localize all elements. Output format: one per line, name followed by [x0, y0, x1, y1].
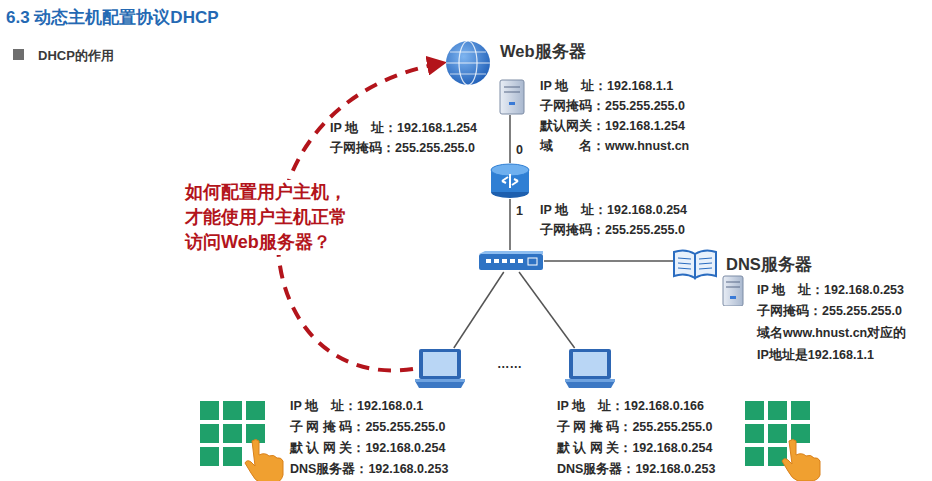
- router: 01: [490, 163, 530, 199]
- device-setting: 默 认 网 关：192.168.0.254: [557, 440, 712, 456]
- device-setting: 子 网 掩 码：255.255.255.0: [290, 419, 445, 435]
- question-callout: 如何配置用户主机， 才能使用户主机正常 访问Web服务器？: [181, 180, 389, 255]
- device-setting: 默 认 网 关：192.168.0.254: [290, 440, 445, 456]
- ellipsis: ……: [497, 356, 522, 372]
- user-host-icon: [413, 348, 467, 390]
- network-link: [544, 260, 673, 262]
- user-host-icon: [563, 348, 617, 390]
- dns-server: DNS服务器IP 地 址：192.168.0.253子网掩码：255.255.2…: [673, 248, 745, 306]
- section-heading: DHCP的作用: [38, 47, 114, 65]
- router-icon: [490, 163, 530, 199]
- network-link: [454, 272, 504, 348]
- web-server: Web服务器IP 地 址：192.168.1.1子网掩码：255.255.255…: [445, 40, 525, 115]
- network-link: [509, 115, 511, 163]
- device-name: Web服务器: [500, 41, 586, 61]
- device-name: DNS服务器: [726, 254, 812, 274]
- device-setting: IP地址是192.168.1.1: [757, 347, 874, 363]
- user-host: IP 地 址：192.168.0.166子 网 掩 码：255.255.255.…: [563, 348, 617, 390]
- bullet-square: [13, 49, 24, 60]
- interface-address: IP 地 址：192.168.1.254: [330, 120, 477, 136]
- interface-address: IP 地 址：192.168.0.254: [540, 202, 687, 218]
- device-setting: IP 地 址：192.168.0.166: [557, 398, 704, 414]
- interface-mask: 子网掩码：255.255.255.0: [330, 140, 475, 156]
- device-setting: 子网掩码：255.255.255.0: [757, 303, 902, 319]
- device-setting: 子 网 掩 码：255.255.255.0: [557, 419, 712, 435]
- device-setting: 域名www.hnust.cn对应的: [757, 325, 906, 341]
- device-setting: IP 地 址：192.168.1.1: [540, 78, 673, 94]
- device-setting: IP 地 址：192.168.0.253: [757, 282, 904, 298]
- device-setting: 子网掩码：255.255.255.0: [540, 98, 685, 114]
- switch-icon: [478, 250, 544, 272]
- device-setting: DNS服务器：192.168.0.253: [557, 461, 715, 477]
- app-grid-icon: [745, 401, 820, 481]
- device-setting: 域 名：www.hnust.cn: [540, 138, 689, 154]
- device-setting: 1: [516, 203, 523, 219]
- interface-mask: 子网掩码：255.255.255.0: [540, 222, 685, 238]
- device-setting: IP 地 址：192.168.0.1: [290, 398, 423, 414]
- network-link: [519, 272, 575, 348]
- user-host: IP 地 址：192.168.0.1子 网 掩 码：255.255.255.0默…: [413, 348, 467, 390]
- slide-title: 6.3 动态主机配置协议DHCP: [6, 6, 219, 29]
- switch: [478, 250, 544, 272]
- app-grid-icon: [200, 401, 283, 481]
- device-setting: DNS服务器：192.168.0.253: [290, 461, 448, 477]
- device-setting: 0: [516, 142, 523, 158]
- network-link: [509, 199, 511, 250]
- device-setting: 默认网关：192.168.1.254: [540, 118, 685, 134]
